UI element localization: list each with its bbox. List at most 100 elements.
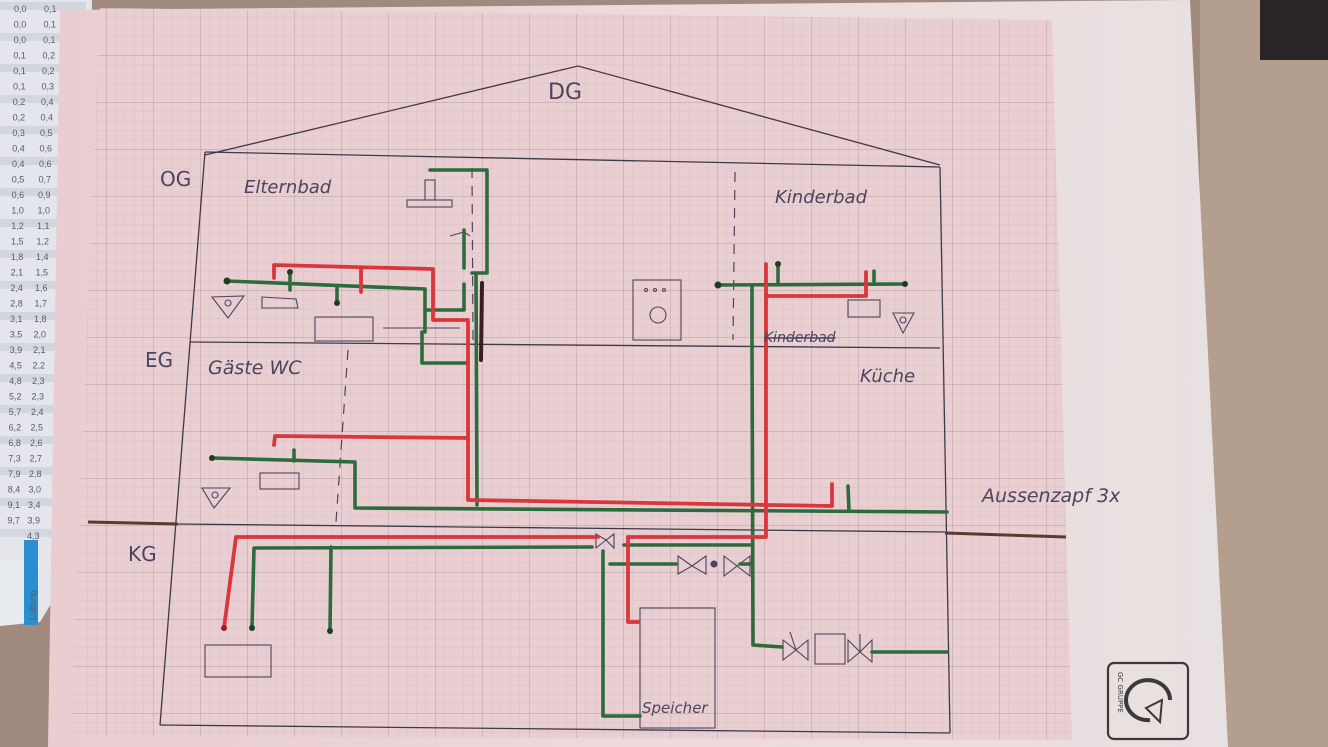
table-row-stripe xyxy=(0,343,80,351)
floor-label-eg: EG xyxy=(145,348,173,372)
table-cell: 9,1 xyxy=(8,500,21,510)
table-cell: 0,9 xyxy=(38,190,51,200)
table-cell: 2,3 xyxy=(32,392,45,402)
mixing-valve-icon xyxy=(595,532,615,550)
table-cell: 0,1 xyxy=(44,20,57,30)
table-cell: 1,2 xyxy=(11,221,24,231)
table-cell: 6,2 xyxy=(9,423,22,433)
table-cell: 2,3 xyxy=(32,376,45,386)
table-cell: 0,2 xyxy=(43,51,56,61)
table-cell: 1,7 xyxy=(35,299,48,309)
table-cell: 7,9 xyxy=(8,469,21,479)
logo-icon xyxy=(1124,678,1172,723)
table-cell: 2,8 xyxy=(10,299,23,309)
table-cell: 2,4 xyxy=(31,407,44,417)
table-row-stripe xyxy=(0,467,77,475)
toilet-icon xyxy=(210,295,246,319)
table-cell: 7,3 xyxy=(8,454,21,464)
table-cell: 3,0 xyxy=(29,485,42,495)
table-cell: 0,3 xyxy=(12,128,25,138)
table-cell: 3,4 xyxy=(28,500,41,510)
table-cell: 1,5 xyxy=(11,237,24,247)
table-footer: Luftung xyxy=(28,590,38,620)
table-cell: 4,8 xyxy=(9,376,22,386)
table-cell: 1,5 xyxy=(36,268,49,278)
ground-line-right xyxy=(944,531,1067,539)
table-cell: 2,1 xyxy=(33,345,46,355)
annotation-aussenzapf: Aussenzapf 3x xyxy=(980,485,1121,507)
table-row-stripe xyxy=(0,188,83,196)
building-outline xyxy=(159,65,951,734)
bathtub-icon xyxy=(314,316,460,342)
table-cell: 0,1 xyxy=(13,66,26,76)
table-row-stripe xyxy=(0,33,86,41)
stamp-text: GC GRUPPE xyxy=(1116,672,1124,713)
table-row-stripe xyxy=(0,436,78,444)
table-row-stripe xyxy=(0,64,85,72)
table-cell: 3,5 xyxy=(10,330,23,340)
room-label-kinderbad: Kinderbad xyxy=(775,187,868,208)
table-cell: 0,4 xyxy=(12,144,25,154)
storage-tank-icon xyxy=(639,607,716,729)
table-cell: 5,2 xyxy=(9,392,22,402)
circulation-pipe xyxy=(479,281,484,362)
table-cell: 0,6 xyxy=(39,159,52,169)
table-cell: 2,4 xyxy=(10,283,23,293)
table-cell: 3,1 xyxy=(10,314,23,324)
pipe-endpoint xyxy=(221,625,227,631)
toilet-icon xyxy=(201,487,232,509)
table-cell: 0,5 xyxy=(12,175,25,185)
table-row-stripe xyxy=(0,2,86,10)
table-cell: 5,7 xyxy=(9,407,22,417)
table-cell: 0,1 xyxy=(13,51,26,61)
hot-water-pipes xyxy=(222,262,868,630)
table-cell: 0,2 xyxy=(13,97,26,107)
grid-lines xyxy=(70,8,1072,740)
table-cell: 2,0 xyxy=(34,330,47,340)
sink-icon xyxy=(204,644,272,678)
table-cell: 1,1 xyxy=(37,221,50,231)
floor-label-dg: DG xyxy=(548,80,582,105)
water-meter-assembly-icon xyxy=(782,631,873,665)
table-row-stripe xyxy=(0,529,76,537)
pipe-endpoints xyxy=(209,261,908,634)
washing-machine-icon xyxy=(632,279,682,341)
table-cell: 1,4 xyxy=(36,252,49,262)
table-cell: 0,0 xyxy=(14,35,27,45)
table-cell: 0,0 xyxy=(14,20,27,30)
table-cell: 0,3 xyxy=(42,82,55,92)
table-cell: 0,1 xyxy=(44,4,57,14)
table-cell: 0,5 xyxy=(40,128,53,138)
table-row-stripe xyxy=(0,405,79,413)
fixtures xyxy=(201,179,915,729)
table-cell: 1,6 xyxy=(35,283,48,293)
table-cell: 6,8 xyxy=(8,438,21,448)
cold-pipe xyxy=(210,456,949,514)
table-cell: 1,8 xyxy=(34,314,47,324)
table-row-stripe xyxy=(0,312,80,320)
dark-object xyxy=(1260,0,1328,60)
room-label-elternbad: Elternbad xyxy=(244,177,332,198)
room-label-kinderbad-crossed: Kinderbad xyxy=(764,330,836,346)
table-cell: 3,9 xyxy=(28,516,41,526)
table-cell: 0,7 xyxy=(39,175,52,185)
shower-icon xyxy=(406,179,453,208)
room-label-speicher: Speicher xyxy=(642,699,708,717)
table-cell: 9,7 xyxy=(7,516,20,526)
table-cell: 4,3 xyxy=(27,531,40,541)
table-cell: 2,6 xyxy=(30,438,43,448)
table-row-stripe xyxy=(0,219,82,227)
table-cell: 2,2 xyxy=(33,361,46,371)
table-cell: 0,0 xyxy=(14,4,27,14)
table-cell: 8,4 xyxy=(8,485,21,495)
cold-water-pipes xyxy=(210,168,949,718)
table-cell: 0,6 xyxy=(12,190,25,200)
table-cell: 0,1 xyxy=(43,35,56,45)
room-label-gaeste-wc: Gäste WC xyxy=(208,357,302,379)
table-cell: 2,8 xyxy=(29,469,42,479)
table-cell: 0,2 xyxy=(42,66,55,76)
table-row-stripe xyxy=(0,95,85,103)
washbasin-icon xyxy=(259,472,300,490)
table-cell: 0,6 xyxy=(40,144,53,154)
gc-gruppe-stamp: GC GRUPPE xyxy=(1106,661,1190,741)
